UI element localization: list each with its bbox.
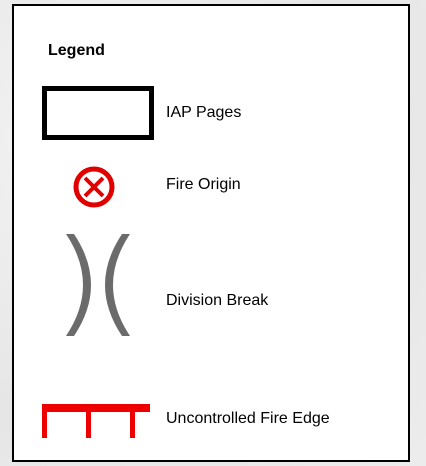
legend-item-label-fire-origin: Fire Origin xyxy=(166,176,241,193)
legend-title: Legend xyxy=(48,42,105,59)
rectangle-outline-icon xyxy=(42,86,154,140)
legend-panel: Legend IAP Pages Fire Origin Division Br… xyxy=(12,4,410,462)
uncontrolled-fire-edge-icon xyxy=(42,404,150,438)
division-break-icon xyxy=(66,234,130,336)
legend-item-label-iap-pages: IAP Pages xyxy=(166,104,242,121)
fire-origin-icon xyxy=(73,166,115,208)
legend-item-label-uncontrolled-fire-edge: Uncontrolled Fire Edge xyxy=(166,410,330,427)
legend-item-label-division-break: Division Break xyxy=(166,292,269,309)
